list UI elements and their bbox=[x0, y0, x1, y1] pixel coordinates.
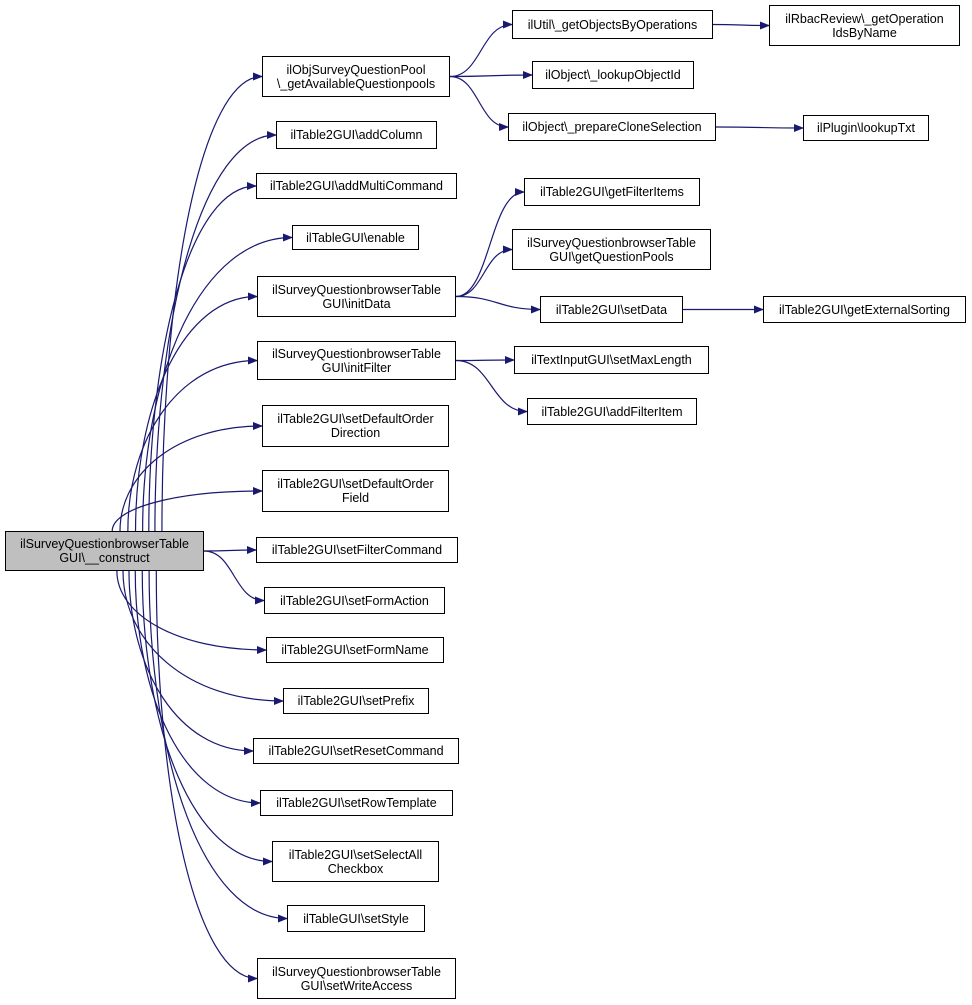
node-set-write-access[interactable]: ilSurveyQuestionbrowserTable GUI\setWrit… bbox=[257, 958, 456, 999]
edge-root-to-n_initfilter bbox=[127, 356, 258, 532]
edge-root-to-n_initdata bbox=[134, 292, 258, 532]
edge-root-to-n_formaction bbox=[203, 550, 265, 605]
node-set-data[interactable]: ilTable2GUI\setData bbox=[540, 296, 683, 323]
edge-root-to-n_pool bbox=[161, 72, 263, 532]
node-set-style[interactable]: ilTableGUI\setStyle bbox=[287, 905, 425, 932]
node-set-max-length[interactable]: ilTextInputGUI\setMaxLength bbox=[514, 346, 709, 374]
node-set-default-order-field[interactable]: ilTable2GUI\setDefaultOrder Field bbox=[262, 470, 449, 512]
node-get-operation-ids-by-name[interactable]: ilRbacReview\_getOperation IdsByName bbox=[769, 5, 960, 46]
edge-root-to-n_writeaccess bbox=[155, 570, 258, 983]
node-add-filter-item[interactable]: ilTable2GUI\addFilterItem bbox=[527, 398, 697, 425]
node-get-external-sorting[interactable]: ilTable2GUI\getExternalSorting bbox=[763, 296, 966, 323]
edge-root-to-n_rowtpl bbox=[134, 570, 261, 807]
edge-root-to-n_deforderfield bbox=[111, 487, 263, 532]
node-get-question-pools[interactable]: ilSurveyQuestionbrowserTable GUI\getQues… bbox=[512, 229, 711, 270]
edge-root-to-n_filtercmd bbox=[203, 546, 257, 555]
edge-n_initdata-to-n_getqpools bbox=[455, 245, 513, 298]
edge-n_getobjops-to-n_rbac bbox=[712, 21, 770, 30]
node-set-row-template[interactable]: ilTable2GUI\setRowTemplate bbox=[260, 790, 453, 816]
node-prepare-clone-selection[interactable]: ilObject\_prepareCloneSelection bbox=[508, 113, 716, 141]
edge-n_initdata-to-n_getfilteritems bbox=[455, 188, 525, 298]
node-construct: ilSurveyQuestionbrowserTable GUI\__const… bbox=[5, 531, 204, 571]
edge-root-to-n_selectall bbox=[141, 570, 273, 866]
node-set-select-all-checkbox[interactable]: ilTable2GUI\setSelectAll Checkbox bbox=[272, 841, 439, 882]
node-set-form-name[interactable]: ilTable2GUI\setFormName bbox=[266, 637, 444, 663]
node-init-filter[interactable]: ilSurveyQuestionbrowserTable GUI\initFil… bbox=[257, 341, 456, 380]
node-init-data[interactable]: ilSurveyQuestionbrowserTable GUI\initDat… bbox=[257, 276, 456, 317]
node-set-reset-command[interactable]: ilTable2GUI\setResetCommand bbox=[253, 738, 459, 764]
node-plugin-lookup-txt[interactable]: ilPlugin\lookupTxt bbox=[803, 115, 929, 141]
edge-root-to-n_resetcmd bbox=[128, 570, 254, 755]
edge-n_pool-to-n_lookupobjid bbox=[449, 71, 533, 80]
node-set-form-action[interactable]: ilTable2GUI\setFormAction bbox=[264, 587, 445, 614]
edge-n_prepclone-to-n_plugin bbox=[715, 123, 804, 132]
edge-n_pool-to-n_getobjops bbox=[449, 20, 513, 78]
node-set-filter-command[interactable]: ilTable2GUI\setFilterCommand bbox=[256, 537, 458, 563]
edge-n_initdata-to-n_setdata bbox=[455, 295, 541, 314]
node-get-objects-by-operations[interactable]: ilUtil\_getObjectsByOperations bbox=[512, 10, 713, 39]
node-get-filter-items[interactable]: ilTable2GUI\getFilterItems bbox=[524, 178, 700, 206]
edge-root-to-n_formname bbox=[116, 570, 267, 654]
node-set-prefix[interactable]: ilTable2GUI\setPrefix bbox=[283, 688, 429, 714]
edge-root-to-n_addcol bbox=[154, 131, 277, 532]
edge-root-to-n_deforderdir bbox=[119, 422, 263, 532]
edge-root-to-n_addmulti bbox=[148, 182, 257, 532]
edge-n_pool-to-n_prepclone bbox=[449, 75, 509, 131]
node-set-default-order-direction[interactable]: ilTable2GUI\setDefaultOrder Direction bbox=[262, 405, 449, 447]
node-get-available-questionpools[interactable]: ilObjSurveyQuestionPool \_getAvailableQu… bbox=[262, 56, 450, 97]
node-add-column[interactable]: ilTable2GUI\addColumn bbox=[276, 121, 437, 149]
node-lookup-object-id[interactable]: ilObject\_lookupObjectId bbox=[532, 61, 694, 89]
edge-n_initfilter-to-n_addfilteritem bbox=[455, 359, 528, 416]
edge-root-to-n_prefix bbox=[122, 570, 284, 705]
node-add-multi-command[interactable]: ilTable2GUI\addMultiCommand bbox=[256, 173, 457, 199]
edge-n_initfilter-to-n_maxlen bbox=[455, 356, 515, 365]
node-enable[interactable]: ilTableGUI\enable bbox=[292, 225, 419, 250]
edge-root-to-n_setstyle bbox=[148, 570, 288, 923]
